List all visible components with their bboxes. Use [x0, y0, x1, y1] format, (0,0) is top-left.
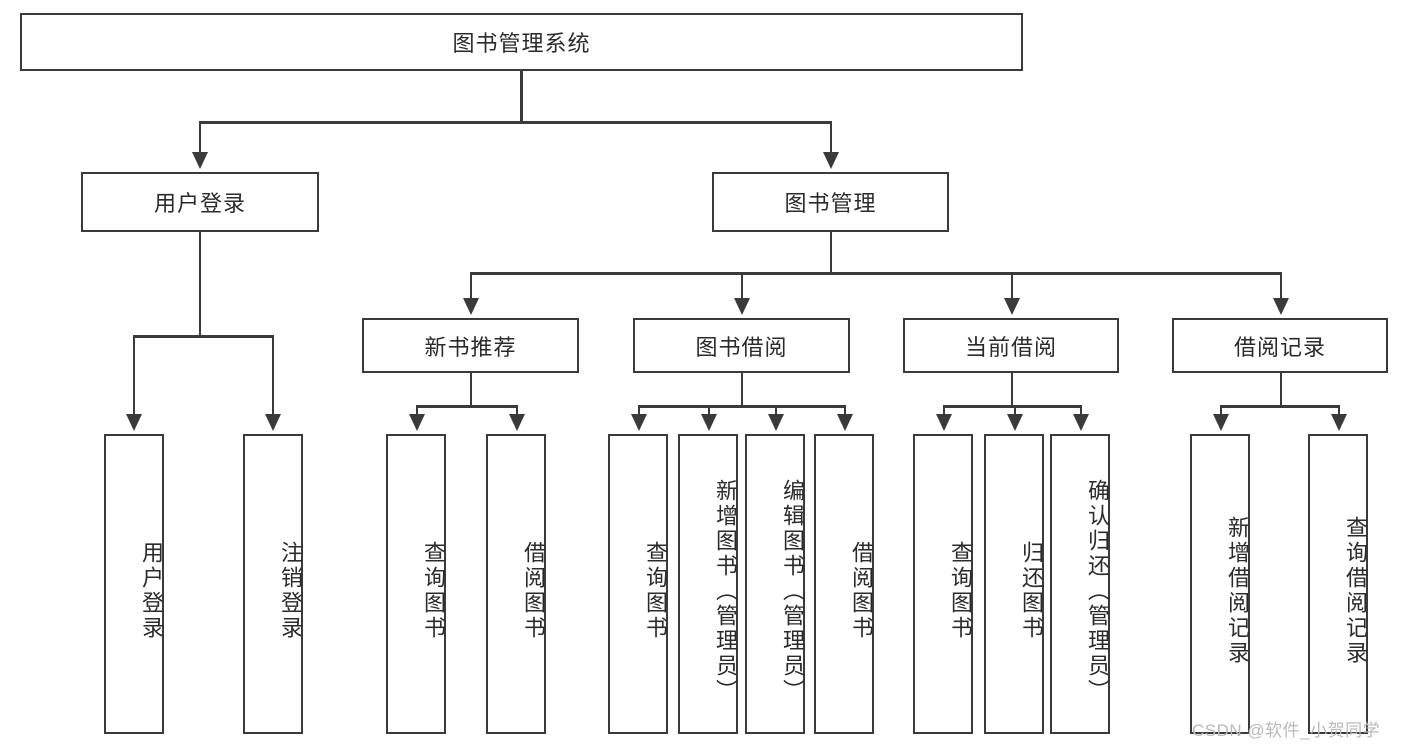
- node-label: 新增借阅记录: [1225, 516, 1250, 666]
- arrowhead-leaf-user-login: [126, 414, 142, 431]
- connector-drop-leaf-query-record: [1337, 405, 1340, 417]
- leaf-borrow-book-recommend[interactable]: 借阅图书: [486, 434, 546, 734]
- connector-borrow-record-bus: [1220, 405, 1339, 408]
- node-label: 借阅图书: [849, 541, 874, 641]
- arrowhead-leaf-add-book: [701, 414, 717, 431]
- node-label: 借阅记录: [1233, 334, 1326, 360]
- arrowhead-leaf-borrow-book-2: [837, 414, 853, 431]
- connector-drop-borrow-record: [1279, 272, 1282, 299]
- connector-drop-borrow: [740, 272, 743, 299]
- leaf-edit-book-admin[interactable]: 编辑图书（管理员）: [745, 434, 805, 734]
- node-label: 查询图书: [643, 541, 668, 641]
- connector-root-stem: [520, 71, 523, 121]
- arrowhead-leaf-edit-book: [768, 414, 784, 431]
- leaf-query-book-borrow[interactable]: 查询图书: [608, 434, 668, 734]
- arrowhead-leaf-query-book-1: [409, 414, 425, 431]
- connector-drop-leaf-query-book-2: [637, 405, 640, 417]
- node-label: 当前借阅: [964, 334, 1057, 360]
- arrowhead-user-login: [192, 152, 208, 169]
- node-label: 注销登录: [278, 541, 303, 641]
- arrowhead-leaf-query-record: [1331, 414, 1347, 431]
- connector-drop-leaf-user-login: [132, 335, 135, 415]
- connector-drop-user-login: [198, 121, 201, 153]
- connector-current-borrow-stem: [1010, 373, 1013, 405]
- node-label: 查询借阅记录: [1343, 516, 1368, 666]
- node-label: 图书借阅: [695, 334, 788, 360]
- connector-drop-leaf-edit-book: [774, 405, 777, 417]
- node-label: 图书管理系统: [452, 31, 591, 56]
- node-label: 编辑图书（管理员）: [780, 478, 805, 704]
- arrowhead-book-manage: [823, 152, 839, 169]
- connector-drop-leaf-add-record: [1219, 405, 1222, 417]
- leaf-query-borrow-record[interactable]: 查询借阅记录: [1308, 434, 1368, 734]
- leaf-confirm-return-admin[interactable]: 确认归还（管理员）: [1050, 434, 1110, 734]
- leaf-logout[interactable]: 注销登录: [243, 434, 303, 734]
- node-new-book-recommend[interactable]: 新书推荐: [362, 318, 579, 373]
- arrowhead-leaf-query-book-3: [936, 414, 952, 431]
- node-label: 新增图书（管理员）: [713, 478, 738, 704]
- connector-borrow-stem: [740, 373, 743, 405]
- leaf-return-book[interactable]: 归还图书: [984, 434, 1044, 734]
- connector-drop-leaf-logout: [271, 335, 274, 415]
- node-label: 新书推荐: [424, 334, 517, 360]
- node-borrow-record[interactable]: 借阅记录: [1172, 318, 1388, 373]
- node-label: 用户登录: [139, 541, 164, 641]
- connector-drop-new-book: [469, 272, 472, 299]
- connector-drop-leaf-return-book: [1013, 405, 1016, 417]
- connector-drop-leaf-query-book-1: [415, 405, 418, 417]
- node-book-management[interactable]: 图书管理: [712, 172, 949, 232]
- connector-user-login-bus: [133, 335, 273, 338]
- arrowhead-leaf-borrow-book-1: [509, 414, 525, 431]
- leaf-borrow-book[interactable]: 借阅图书: [814, 434, 874, 734]
- connector-borrow-bus: [638, 405, 845, 408]
- arrowhead-leaf-logout: [265, 414, 281, 431]
- arrowhead-current-borrow: [1004, 298, 1020, 315]
- node-label: 确认归还（管理员）: [1085, 478, 1110, 704]
- arrowhead-borrow-record: [1273, 298, 1289, 315]
- arrowhead-borrow: [734, 298, 750, 315]
- connector-drop-leaf-query-book-3: [942, 405, 945, 417]
- connector-book-manage-stem: [829, 232, 832, 272]
- arrowhead-leaf-return-book: [1007, 414, 1023, 431]
- arrowhead-leaf-query-book-2: [631, 414, 647, 431]
- node-root-title[interactable]: 图书管理系统: [20, 13, 1023, 71]
- connector-drop-leaf-borrow-book-2: [843, 405, 846, 417]
- leaf-query-book-current[interactable]: 查询图书: [913, 434, 973, 734]
- arrowhead-leaf-add-record: [1213, 414, 1229, 431]
- node-label: 用户登录: [153, 191, 246, 216]
- connector-drop-book-manage: [829, 121, 832, 153]
- leaf-add-borrow-record[interactable]: 新增借阅记录: [1190, 434, 1250, 734]
- connector-level3-bus: [470, 272, 1280, 275]
- connector-drop-leaf-confirm-return: [1079, 405, 1082, 417]
- connector-level2-bus: [199, 121, 832, 124]
- connector-drop-current-borrow: [1010, 272, 1013, 299]
- csdn-watermark: CSDN @软件_小贺同学: [1192, 721, 1381, 740]
- node-label: 归还图书: [1019, 541, 1044, 641]
- leaf-query-book-recommend[interactable]: 查询图书: [386, 434, 446, 734]
- node-label: 查询图书: [948, 541, 973, 641]
- connector-borrow-record-stem: [1279, 373, 1282, 405]
- node-current-borrow[interactable]: 当前借阅: [903, 318, 1119, 373]
- connector-current-borrow-bus: [943, 405, 1080, 408]
- connector-user-login-stem: [198, 232, 201, 335]
- node-book-borrow[interactable]: 图书借阅: [633, 318, 850, 373]
- connector-drop-leaf-borrow-book-1: [515, 405, 518, 417]
- node-label: 借阅图书: [521, 541, 546, 641]
- node-label: 图书管理: [784, 191, 877, 216]
- node-label: 查询图书: [421, 541, 446, 641]
- arrowhead-new-book: [463, 298, 479, 315]
- connector-drop-leaf-add-book: [707, 405, 710, 417]
- connector-new-book-stem: [469, 373, 472, 405]
- node-user-login[interactable]: 用户登录: [81, 172, 319, 232]
- connector-new-book-bus: [416, 405, 517, 408]
- arrowhead-leaf-confirm-return: [1073, 414, 1089, 431]
- leaf-user-login[interactable]: 用户登录: [104, 434, 164, 734]
- leaf-add-book-admin[interactable]: 新增图书（管理员）: [678, 434, 738, 734]
